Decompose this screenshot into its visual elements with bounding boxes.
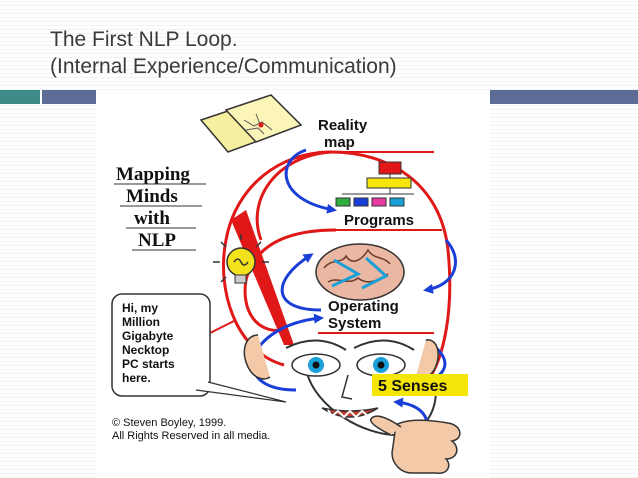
mm-line2: Minds (126, 186, 178, 207)
title-line-2: (Internal Experience/Communication) (50, 55, 397, 78)
mm-line1: Mapping (116, 164, 190, 185)
bubble-line2: Million (122, 315, 160, 329)
bubble-line4: Necktop (122, 343, 169, 357)
copyright-line2: All Rights Reserved in all media. (112, 430, 270, 442)
org-chart-icon (335, 161, 414, 207)
nlp-loop-diagram: Reality map Programs Operating System (111, 94, 468, 474)
pointing-hand-icon (370, 415, 461, 474)
reality-label-line1: Reality (318, 117, 368, 134)
title-line-1: The First NLP Loop. (50, 28, 238, 51)
lightbulb-icon (213, 234, 269, 284)
copyright-line1: © Steven Boyley, 1999. (112, 417, 226, 429)
bubble-line3: Gigabyte (122, 329, 174, 343)
accent-bar-teal (0, 90, 40, 104)
bubble-line6: here. (122, 371, 151, 385)
mm-line4: NLP (138, 230, 176, 251)
nlp-loop-figure: Reality map Programs Operating System (96, 90, 490, 478)
operating-label-line1: Operating (328, 298, 399, 315)
five-senses-label: 5 Senses (372, 374, 468, 396)
slide-title: The First NLP Loop. (Internal Experience… (50, 26, 397, 80)
mm-line3: with (134, 208, 170, 229)
operating-label-line2: System (328, 315, 381, 332)
speech-bubble: Hi, my Million Gigabyte Necktop PC start… (111, 293, 287, 403)
five-senses-text: 5 Senses (378, 378, 447, 395)
map-icon (199, 94, 303, 153)
accent-bar-right (490, 90, 638, 104)
programs-label: Programs (344, 212, 414, 229)
bubble-line5: PC starts (122, 357, 175, 371)
reality-label-line2: map (324, 134, 355, 151)
reality-map-label: Reality map (318, 117, 434, 153)
accent-bar-left (42, 90, 96, 104)
bubble-line1: Hi, my (122, 301, 158, 315)
mapping-minds-title: Mapping Minds with NLP (114, 164, 206, 251)
brain-icon (315, 243, 405, 301)
face-icon (243, 334, 439, 419)
